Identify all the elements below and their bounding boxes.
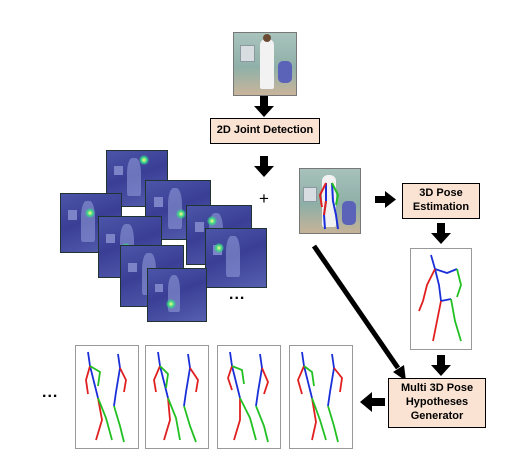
heatmap-blob: [176, 209, 186, 219]
hypothesis-skeleton: [297, 351, 343, 443]
hypothesis-panel-2: [145, 345, 209, 449]
heatmap-figure: [226, 235, 240, 277]
heatmap-square: [114, 166, 123, 176]
heatmap-square: [68, 210, 77, 220]
pose-2d-photo: [299, 168, 361, 234]
arrow-down-3: [431, 223, 451, 244]
player-second: [278, 61, 292, 83]
heatmap-square: [154, 283, 164, 292]
input-photo: [233, 32, 297, 96]
arrow-down-2: [254, 156, 274, 177]
pose-3d-skeleton: [418, 254, 462, 342]
heatmap-ellipsis: ...: [229, 286, 246, 303]
hypothesis-skeleton: [153, 351, 199, 443]
hypothesis-panel-3: [217, 345, 281, 449]
joint-detection-label: 2D Joint Detection: [216, 124, 314, 137]
hypotheses-ellipsis: ...: [42, 384, 59, 401]
heatmap-square: [153, 197, 163, 207]
heatmap-square: [194, 222, 204, 232]
pose-estimation-label: 3D Pose Estimation: [412, 187, 470, 213]
heatmap-blob: [214, 243, 224, 253]
heatmap-figure: [81, 200, 95, 242]
photo-window: [240, 45, 255, 62]
arrow-diagonal: [311, 244, 406, 381]
arrow-down-4: [431, 355, 451, 376]
hypothesis-panel-1: [75, 345, 139, 449]
heatmap-square: [106, 233, 116, 244]
plus-sign: +: [259, 189, 269, 208]
player-second: [342, 201, 356, 225]
heatmap-square: [128, 262, 138, 273]
arrow-down-1: [254, 95, 274, 117]
hypotheses-generator-box: Multi 3D Pose Hypotheses Generator: [388, 378, 486, 428]
heatmap-figure: [127, 157, 141, 197]
heatmap-blob: [85, 208, 95, 218]
heatmap-blob: [139, 155, 149, 165]
heatmap-blob: [207, 216, 217, 226]
heatmap-8: [147, 268, 207, 322]
hypothesis-panel-4: [289, 345, 353, 449]
pose-2d-skeleton: [318, 182, 340, 230]
joint-detection-box: 2D Joint Detection: [210, 118, 320, 144]
player-figure: [260, 39, 274, 89]
player-head: [263, 34, 271, 42]
arrow-left-1: [360, 392, 385, 412]
hypotheses-generator-label: Multi 3D Pose Hypotheses Generator: [400, 382, 474, 422]
photo-window: [303, 187, 317, 202]
hypothesis-skeleton: [227, 351, 269, 443]
pose-3d-panel: [410, 248, 472, 350]
pose-estimation-box: 3D Pose Estimation: [402, 183, 480, 219]
hypothesis-skeleton: [85, 351, 127, 443]
heatmap-6: [205, 228, 267, 288]
heatmap-blob: [166, 299, 176, 309]
arrow-right-1: [375, 191, 396, 208]
